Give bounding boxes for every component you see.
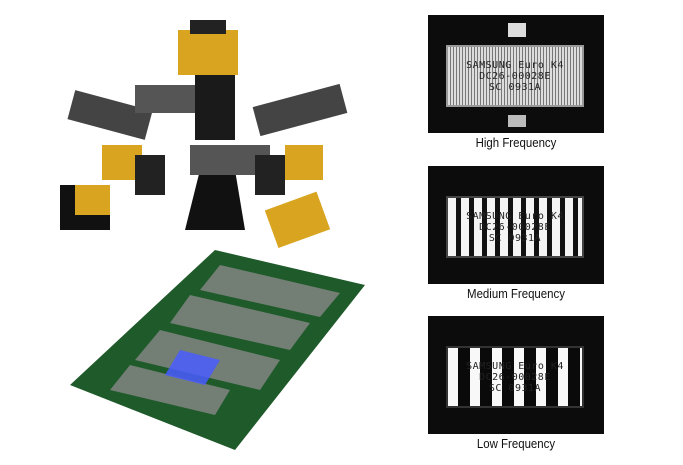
chip-line: DC26-00028E <box>479 221 551 233</box>
high-frequency-image: SAMSUNG Euro K4 DC26-00028E SC 0931A <box>428 15 604 133</box>
center-lens-base <box>185 170 245 230</box>
medium-frequency-caption: Medium Frequency <box>467 286 565 301</box>
chip-line: DC26-00028E <box>479 371 551 383</box>
chip-line: DC26-00028E <box>479 70 551 82</box>
left-lens <box>67 90 153 140</box>
left-lens-2 <box>135 85 195 113</box>
chip-line: SAMSUNG Euro K4 <box>466 210 564 222</box>
high-frequency-caption: High Frequency <box>475 135 557 150</box>
low-frequency-image: SAMSUNG Euro K4 DC26-00028E SC 0931A <box>428 316 604 434</box>
low-frequency-caption: Low Frequency <box>476 436 556 451</box>
top-camera <box>178 30 238 75</box>
camera-rig-illustration <box>40 5 400 460</box>
right-lens <box>252 83 348 137</box>
chip: SAMSUNG Euro K4 DC26-00028E SC 0931A <box>446 346 584 408</box>
center-lens-column <box>195 70 235 140</box>
right-lower-camera <box>264 191 331 249</box>
chip-line: SC 0931A <box>488 81 542 93</box>
right-camera <box>285 145 323 180</box>
chip-line: SAMSUNG Euro K4 <box>466 360 564 372</box>
chip-line: SAMSUNG Euro K4 <box>466 59 564 71</box>
inspection-highlight <box>165 350 220 385</box>
medium-frequency-image: SAMSUNG Euro K4 DC26-00028E SC 0931A <box>428 166 604 284</box>
chip: SAMSUNG Euro K4 DC26-00028E SC 0931A <box>446 45 584 107</box>
chip-line: SC 0931A <box>488 232 542 244</box>
chip-line: SC 0931A <box>488 382 542 394</box>
chip: SAMSUNG Euro K4 DC26-00028E SC 0931A <box>446 196 584 258</box>
